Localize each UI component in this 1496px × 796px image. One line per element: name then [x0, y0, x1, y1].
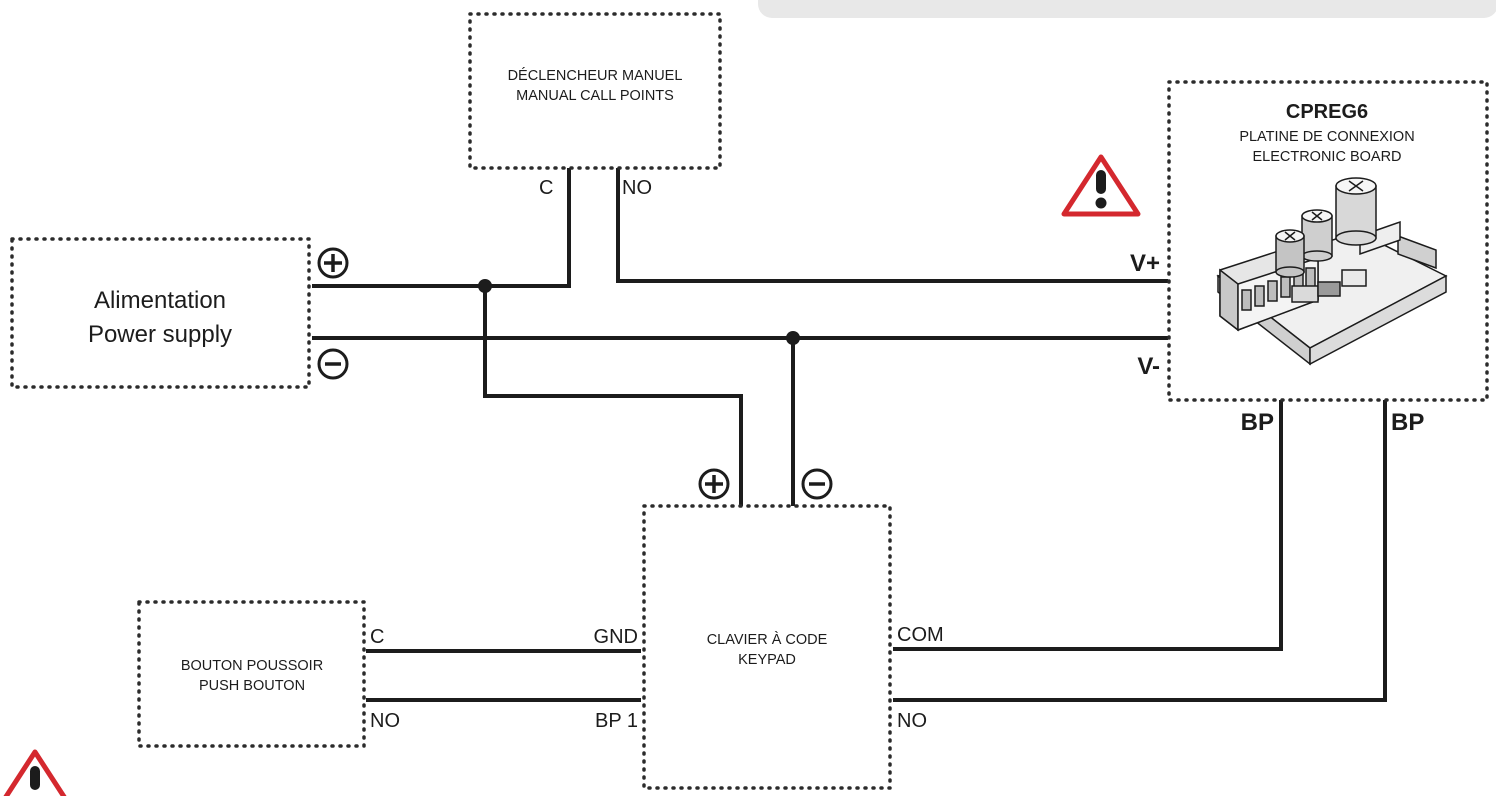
- minus-circle-icon: [801, 468, 833, 500]
- manual-call-point-box: DÉCLENCHEUR MANUEL MANUAL CALL POINTS C …: [468, 12, 722, 199]
- cpreg6-line1: PLATINE DE CONNEXION: [1239, 129, 1414, 145]
- wire-no-to-bp: [893, 400, 1387, 702]
- wire-positive-to-keypad: [483, 286, 743, 506]
- top-banner: [758, 0, 1496, 18]
- manual-call-point-line2: MANUAL CALL POINTS: [516, 88, 674, 104]
- cpreg6-title: CPREG6: [1286, 101, 1368, 123]
- wire-positive-rail: [312, 168, 571, 288]
- wires: [312, 168, 1387, 702]
- electronic-board-icon: [1216, 177, 1448, 366]
- push-button-box: BOUTON POUSSOIR PUSH BOUTON C NO: [137, 600, 400, 748]
- cpreg6-box: CPREG6 PLATINE DE CONNEXION ELECTRONIC B…: [1130, 80, 1489, 436]
- push-button-line1: BOUTON POUSSOIR: [181, 658, 323, 674]
- manual-call-point-line1: DÉCLENCHEUR MANUEL: [508, 67, 683, 84]
- plus-circle-icon: [317, 247, 349, 279]
- push-button-pin-no: NO: [370, 710, 400, 732]
- cpreg6-line2: ELECTRONIC BOARD: [1252, 149, 1401, 165]
- keypad-pin-gnd: GND: [594, 626, 638, 648]
- cpreg6-pin-bp-left: BP: [1241, 409, 1274, 436]
- warning-triangle-icon: [1061, 154, 1141, 217]
- plus-circle-icon: [698, 468, 730, 500]
- keypad-box: CLAVIER À CODE KEYPAD GND BP 1 COM NO: [594, 504, 944, 790]
- junction-positive: [478, 279, 492, 293]
- push-button-line2: PUSH BOUTON: [199, 678, 305, 694]
- keypad-pin-com: COM: [897, 624, 944, 646]
- push-button-pin-c: C: [370, 626, 384, 648]
- power-supply-box: Alimentation Power supply: [10, 237, 311, 389]
- manual-call-point-pin-c: C: [539, 177, 553, 199]
- wire-com-to-bp: [893, 400, 1283, 651]
- wire-no-to-vplus: [616, 168, 1168, 283]
- cpreg6-pin-vplus: V+: [1130, 250, 1160, 277]
- manual-call-point-pin-no: NO: [622, 177, 652, 199]
- keypad-pin-bp1: BP 1: [595, 710, 638, 732]
- keypad-line1: CLAVIER À CODE: [707, 631, 828, 648]
- cpreg6-pin-vminus: V-: [1137, 353, 1160, 380]
- power-supply-line1: Alimentation: [94, 287, 226, 314]
- junction-negative: [786, 331, 800, 345]
- power-supply-line2: Power supply: [88, 321, 232, 348]
- warning-triangle-icon: [3, 749, 67, 796]
- keypad-line2: KEYPAD: [738, 652, 796, 668]
- keypad-pin-no: NO: [897, 710, 927, 732]
- minus-circle-icon: [317, 348, 349, 380]
- cpreg6-pin-bp-right: BP: [1391, 409, 1424, 436]
